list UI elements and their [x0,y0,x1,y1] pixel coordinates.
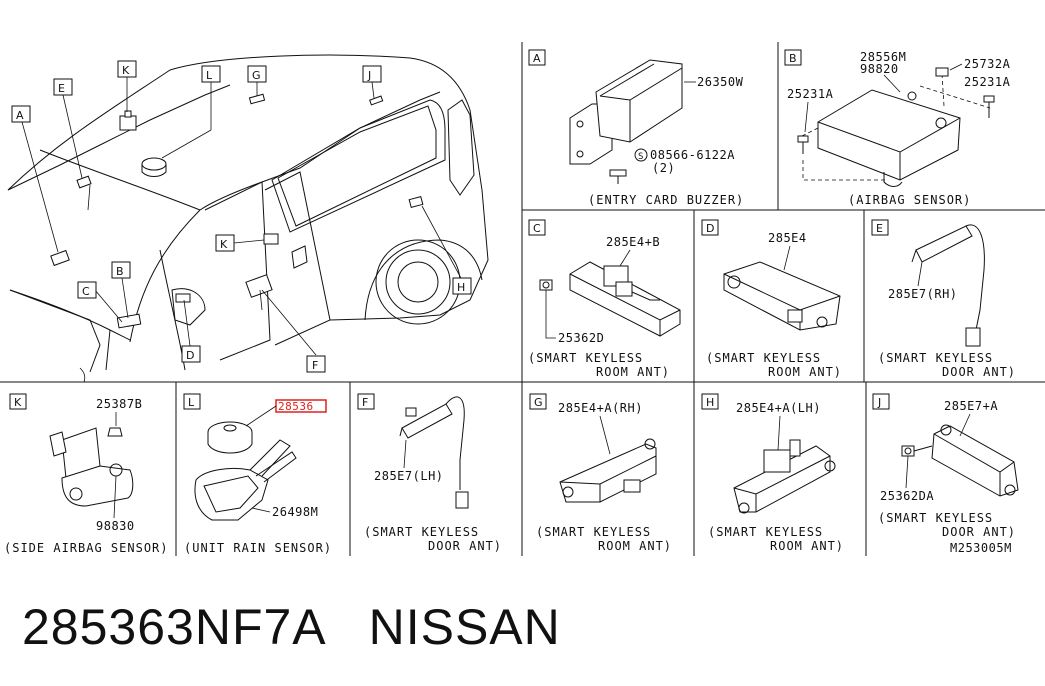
part-98820: 98820 [860,62,899,76]
part-25732a: 25732A [964,57,1011,71]
panel-a-entry-card-buzzer: A S 26350W 08566-6122A (2) (ENTRY CARD B… [528,49,744,207]
panel-g-letter: G [534,396,543,409]
part-98830: 98830 [96,519,135,533]
panel-k-side-airbag-sensor: K 25387B 98830 (SIDE AIRBAG SENSOR) [4,393,169,555]
caption-h-line2: ROOM ANT) [770,539,844,553]
diagram-reference-code: M253005M [950,541,1012,555]
part-285e4: 285E4 [768,231,807,245]
panel-e-smart-keyless-door-ant: E 285E7(RH) (SMART KEYLESS DOOR ANT) [871,219,1016,379]
panel-d-letter: D [706,222,714,235]
caption-e-line2: DOOR ANT) [942,365,1016,379]
caption-d-line1: (SMART KEYLESS [706,351,821,365]
footer-part-number: 285363NF7A [22,599,324,655]
caption-f-line1: (SMART KEYLESS [364,525,479,539]
callout-b: B [111,261,131,279]
caption-c-line2: ROOM ANT) [596,365,670,379]
van-overview-illustration [7,54,489,383]
part-285e7-a: 285E7+A [944,399,998,413]
caption-airbag-sensor: (AIRBAG SENSOR) [848,193,971,207]
caption-f-line2: DOOR ANT) [428,539,502,553]
part-285e4-a-lh: 285E4+A(LH) [736,401,821,415]
panel-f-letter: F [362,396,368,409]
svg-text:J: J [367,69,371,82]
part-25362da: 25362DA [880,489,934,503]
panel-j-smart-keyless-door-ant: J 285E7+A 25362DA (SMART KEYLESS DOOR AN… [872,393,1019,555]
panel-g-smart-keyless-room-ant: G 285E4+A(RH) (SMART KEYLESS ROOM ANT) [529,393,672,553]
panel-c-letter: C [533,222,541,235]
caption-h-line1: (SMART KEYLESS [708,525,823,539]
caption-g-line2: ROOM ANT) [598,539,672,553]
callout-e: E [53,78,73,96]
part-25231a-left: 25231A [787,87,834,101]
caption-j-line1: (SMART KEYLESS [878,511,993,525]
callout-l: L [201,65,221,83]
panel-d-smart-keyless-room-ant: D 285E4 (SMART KEYLESS ROOM ANT) [701,219,842,379]
caption-g-line1: (SMART KEYLESS [536,525,651,539]
caption-d-line2: ROOM ANT) [768,365,842,379]
svg-text:H: H [457,281,465,294]
part-qty-2: (2) [652,161,675,175]
part-28556m: 28556M [860,50,906,64]
footer-caption: 285363NF7A NISSAN [22,598,561,656]
callout-k-top: K [117,60,137,78]
panel-k-letter: K [14,396,22,409]
panel-j-letter: J [877,396,881,409]
callout-g: G [247,65,267,83]
part-28536: 28536 [278,400,314,413]
svg-text:D: D [186,349,194,362]
part-25231a-right: 25231A [964,75,1011,89]
panel-f-smart-keyless-door-ant: F 285E7(LH) (SMART KEYLESS DOOR ANT) [357,393,502,553]
svg-text:L: L [206,69,213,82]
panel-grid [0,42,1045,556]
panel-e-letter: E [876,222,883,235]
svg-text:S: S [638,152,644,162]
part-285e4-a-rh: 285E4+A(RH) [558,401,643,415]
panel-h-letter: H [706,396,714,409]
panel-a-letter: A [533,52,541,65]
panel-h-smart-keyless-room-ant: H 285E4+A(LH) (SMART KEYLESS ROOM ANT) [701,393,844,553]
part-25387b: 25387B [96,397,142,411]
part-26498m: 26498M [272,505,318,519]
callout-c: C [77,281,97,299]
svg-text:G: G [252,69,261,82]
caption-j-line2: DOOR ANT) [942,525,1016,539]
part-08566-6122a: 08566-6122A [650,148,735,162]
part-25362d: 25362D [558,331,604,345]
part-26350w: 26350W [697,75,744,89]
panel-b-airbag-sensor: B 28556M 98820 25732A 25231A 25231A (AIR… [784,49,1011,207]
footer-brand: NISSAN [368,599,561,655]
svg-text:E: E [58,82,65,95]
callout-f: F [306,355,326,373]
callout-h: H [452,277,472,295]
svg-text:A: A [16,109,24,122]
panel-c-smart-keyless-room-ant: C 285E4+B 25362D (SMART KEYLESS ROOM ANT… [528,219,681,379]
svg-text:C: C [82,285,90,298]
caption-e-line1: (SMART KEYLESS [878,351,993,365]
callout-k-side: K [215,234,235,252]
part-285e4-b: 285E4+B [606,235,660,249]
svg-text:K: K [122,64,130,77]
panel-b-letter: B [789,52,797,65]
part-285e7-lh: 285E7(LH) [374,469,444,483]
panel-l-letter: L [188,396,195,409]
caption-side-airbag-sensor: (SIDE AIRBAG SENSOR) [4,541,169,555]
callout-j: J [362,65,382,83]
svg-text:B: B [116,265,124,278]
caption-unit-rain-sensor: (UNIT RAIN SENSOR) [184,541,332,555]
caption-c-line1: (SMART KEYLESS [528,351,643,365]
caption-entry-card-buzzer: (ENTRY CARD BUZZER) [588,193,744,207]
overview-callouts: A E K L G J C B K D F H [11,60,472,373]
callout-a: A [11,105,31,123]
panel-l-unit-rain-sensor: L 28536 26498M (UNIT RAIN SENSOR) [183,393,332,555]
callout-d: D [181,345,201,363]
svg-text:F: F [312,359,318,372]
part-285e7-rh: 285E7(RH) [888,287,958,301]
svg-text:K: K [220,238,228,251]
